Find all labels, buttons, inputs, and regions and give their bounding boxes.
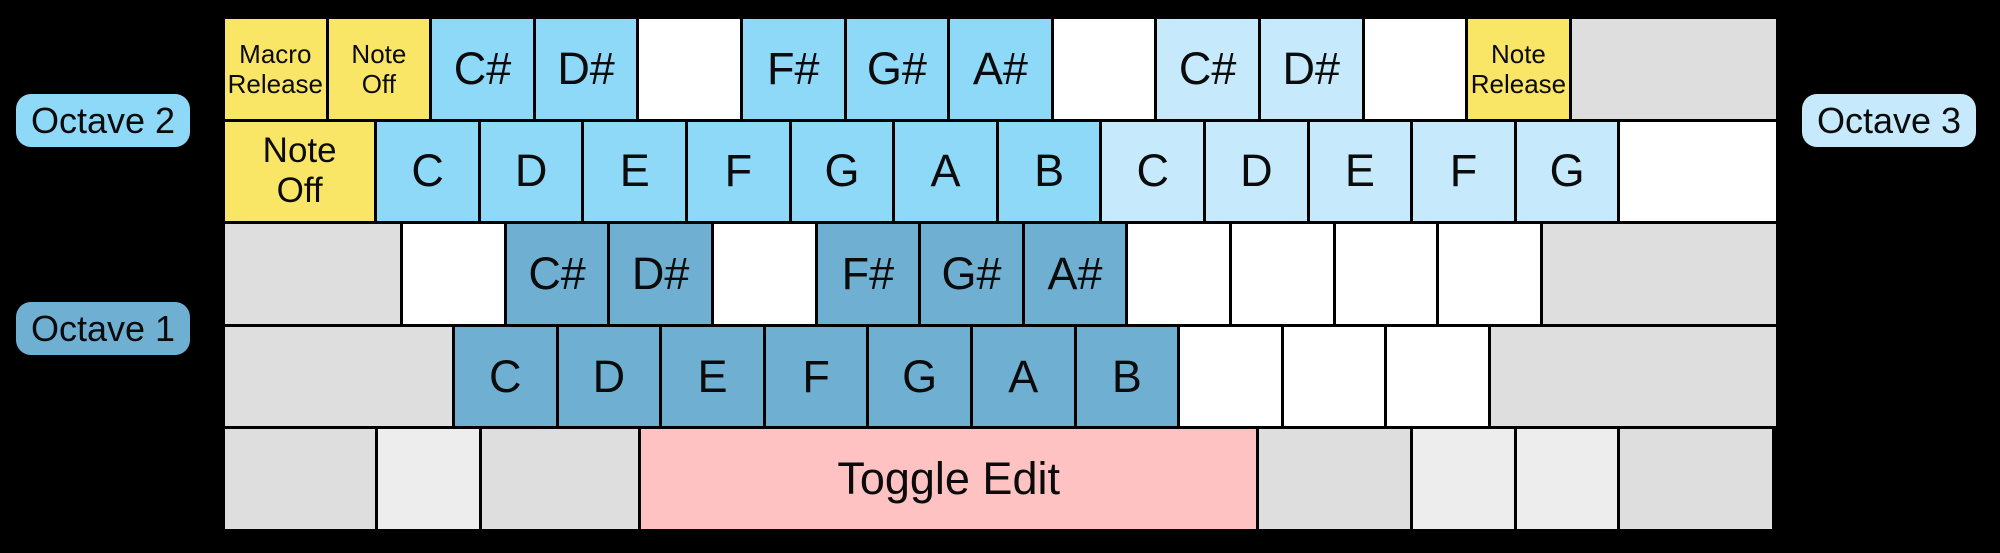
key-f-octave2: F — [688, 121, 789, 222]
key-blank-white — [403, 224, 504, 324]
key-b-octave1: B — [1076, 326, 1178, 427]
key-blank-white — [1439, 224, 1540, 324]
key-dsharp-octave3: D# — [1260, 19, 1362, 119]
octave-3-label: Octave 3 — [1802, 94, 1977, 147]
key-blank-lightgray — [1516, 429, 1618, 529]
key-asharp-octave1: A# — [1024, 224, 1126, 324]
key-blank-lightgray — [378, 429, 479, 529]
key-blank-white — [639, 19, 740, 119]
key-blank-white — [1128, 224, 1229, 324]
key-c-octave3: C — [1102, 121, 1204, 222]
key-b-octave2: B — [998, 121, 1100, 222]
key-d-octave2: D — [480, 121, 582, 222]
key-blank-white — [1364, 19, 1466, 119]
key-blank-gray — [481, 429, 639, 529]
key-blank-lightgray — [1413, 429, 1514, 529]
key-d-octave1: D — [558, 326, 660, 427]
key-gsharp-octave1: G# — [921, 224, 1022, 324]
key-blank-gray — [225, 326, 452, 427]
key-a-octave2: A — [895, 121, 996, 222]
key-g-octave2: G — [791, 121, 893, 222]
key-blank-white — [1180, 326, 1281, 427]
key-blank-gray — [1571, 19, 1776, 119]
octave-1-label: Octave 1 — [16, 302, 191, 355]
octave-2-label: Octave 2 — [16, 94, 191, 147]
key-c-octave1: C — [454, 326, 556, 427]
key-dsharp-octave2: D# — [535, 19, 637, 119]
row-home: C#D# F#G#A# — [225, 224, 1776, 324]
key-blank-white — [1335, 224, 1437, 324]
key-e-octave3: E — [1309, 121, 1411, 222]
key-dsharp-octave1: D# — [610, 224, 711, 324]
key-blank-white — [1053, 19, 1155, 119]
key-blank-white — [1620, 121, 1776, 222]
key-blank-white — [1387, 326, 1488, 427]
key-blank-gray — [1490, 326, 1776, 427]
key-csharp-octave2: C# — [432, 19, 533, 119]
key-blank-gray — [1620, 429, 1772, 529]
key-e-octave2: E — [584, 121, 686, 222]
key-c-octave2: C — [377, 121, 478, 222]
key-g-octave1: G — [869, 326, 970, 427]
key-fsharp-octave1: F# — [817, 224, 919, 324]
key-csharp-octave1: C# — [506, 224, 608, 324]
key-blank-white — [1231, 224, 1333, 324]
key-blank-gray — [225, 429, 376, 529]
key-e-octave1: E — [662, 326, 763, 427]
key-blank-white — [713, 224, 815, 324]
key-gsharp-octave2: G# — [846, 19, 948, 119]
key-f-octave1: F — [765, 326, 867, 427]
key-toggle-edit: Toggle Edit — [641, 429, 1256, 529]
key-blank-white — [1283, 326, 1385, 427]
key-fsharp-octave2: F# — [742, 19, 844, 119]
key-f-octave3: F — [1413, 121, 1514, 222]
key-d-octave3: D — [1206, 121, 1307, 222]
key-g-octave3: G — [1516, 121, 1618, 222]
key-blank-gray — [1258, 429, 1411, 529]
key-asharp-octave2: A# — [950, 19, 1051, 119]
key-blank-gray — [225, 224, 401, 324]
key-a-octave1: A — [972, 326, 1074, 427]
row-space: Toggle Edit — [225, 429, 1776, 529]
key-csharp-octave3: C# — [1157, 19, 1258, 119]
key-blank-gray — [1542, 224, 1776, 324]
